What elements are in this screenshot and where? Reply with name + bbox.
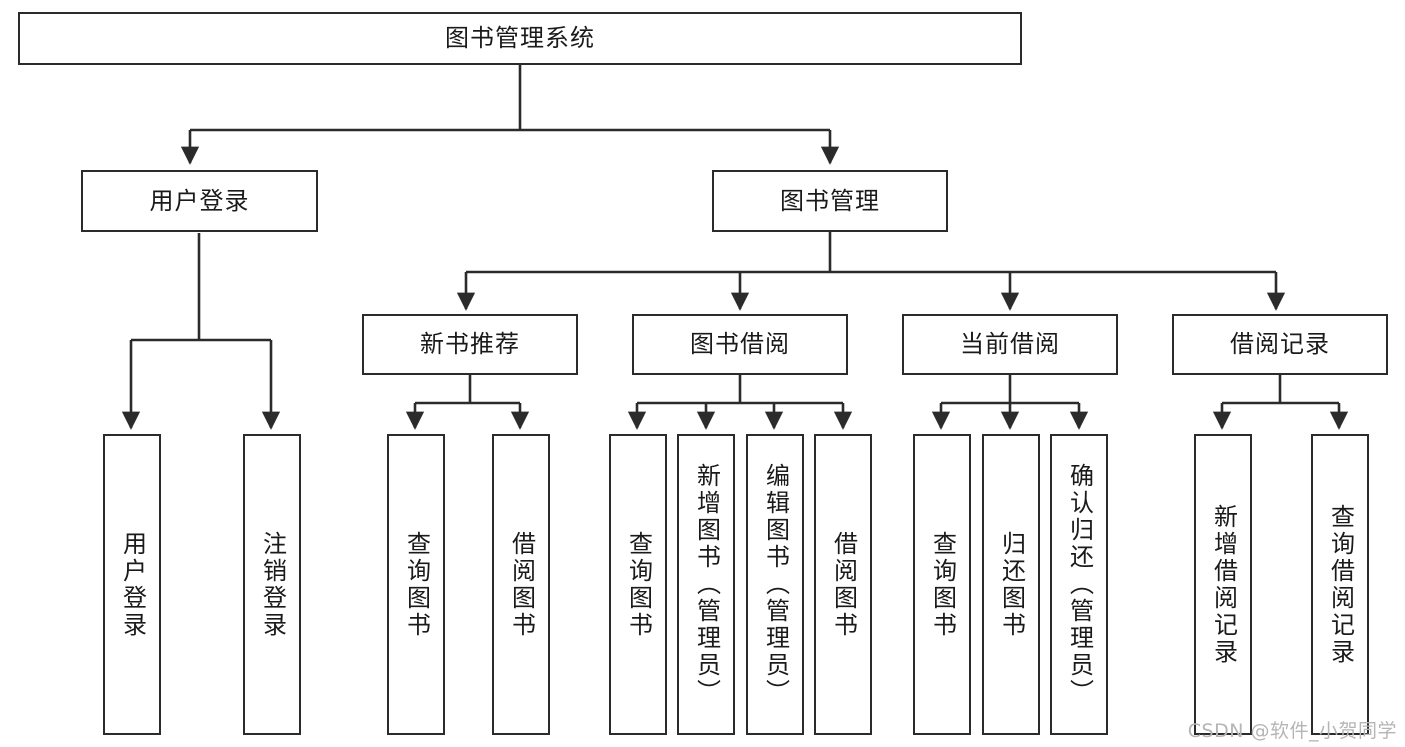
leaf-user-login-label: 用户登录 [118,530,147,639]
leaf-query-record[interactable]: 查询借阅记录 [1311,434,1369,735]
node-book-management[interactable]: 图书管理 [712,170,948,232]
node-new-book-recommend[interactable]: 新书推荐 [362,314,578,375]
leaf-user-login[interactable]: 用户登录 [103,434,161,735]
node-borrow-record[interactable]: 借阅记录 [1172,314,1388,375]
leaf-return-book[interactable]: 归还图书 [982,434,1040,735]
leaf-confirm-return-label: 确认归还（管理员） [1065,463,1094,706]
node-borrow-record-label: 借阅记录 [1230,330,1330,359]
node-book-management-label: 图书管理 [780,186,880,215]
node-book-borrow[interactable]: 图书借阅 [632,314,848,375]
leaf-borrow-book-2[interactable]: 借阅图书 [814,434,872,735]
leaf-add-book[interactable]: 新增图书（管理员） [677,434,735,735]
node-current-borrow[interactable]: 当前借阅 [902,314,1118,375]
node-user-login[interactable]: 用户登录 [81,170,318,232]
leaf-query-book-3-label: 查询图书 [928,530,957,639]
leaf-add-book-label: 新增图书（管理员） [692,463,721,706]
leaf-borrow-book-1[interactable]: 借阅图书 [492,434,550,735]
leaf-query-book-3[interactable]: 查询图书 [913,434,971,735]
leaf-add-record-label: 新增借阅记录 [1209,503,1238,666]
leaf-edit-book-label: 编辑图书（管理员） [761,463,790,706]
node-current-borrow-label: 当前借阅 [960,330,1060,359]
node-user-login-label: 用户登录 [149,186,250,215]
leaf-query-book-1[interactable]: 查询图书 [387,434,445,735]
leaf-user-logout[interactable]: 注销登录 [243,434,301,735]
node-root-label: 图书管理系统 [445,24,595,53]
leaf-borrow-book-2-label: 借阅图书 [829,530,858,639]
leaf-edit-book[interactable]: 编辑图书（管理员） [746,434,804,735]
leaf-confirm-return[interactable]: 确认归还（管理员） [1050,434,1108,735]
leaf-return-book-label: 归还图书 [997,530,1026,639]
leaf-borrow-book-1-label: 借阅图书 [507,530,536,639]
node-book-borrow-label: 图书借阅 [690,330,790,359]
leaf-query-record-label: 查询借阅记录 [1326,503,1355,666]
leaf-add-record[interactable]: 新增借阅记录 [1194,434,1252,735]
leaf-query-book-1-label: 查询图书 [402,530,431,639]
leaf-query-book-2-label: 查询图书 [624,530,653,639]
leaf-user-logout-label: 注销登录 [258,530,287,639]
node-root[interactable]: 图书管理系统 [18,12,1022,65]
node-new-book-recommend-label: 新书推荐 [420,330,520,359]
leaf-query-book-2[interactable]: 查询图书 [609,434,667,735]
